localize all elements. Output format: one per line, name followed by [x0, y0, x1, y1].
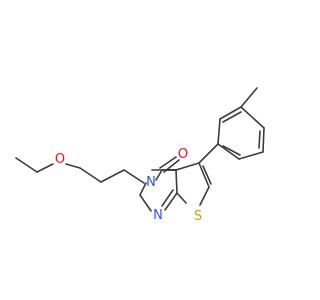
bond	[139, 182, 147, 196]
bond	[202, 165, 212, 185]
bond	[222, 145, 241, 156]
bond	[219, 106, 242, 120]
bond	[123, 169, 145, 184]
bond	[175, 169, 178, 194]
atom-label-o-carbonyl: O	[178, 147, 188, 162]
molecule-diagram: O N N S O	[15, 87, 265, 224]
bond	[240, 87, 258, 108]
atom-label-o-ether: O	[55, 152, 65, 167]
bond	[217, 118, 221, 145]
bond	[65, 163, 81, 169]
bond	[240, 106, 265, 129]
bond	[217, 143, 240, 160]
bond	[36, 163, 54, 173]
bond	[79, 167, 102, 183]
bond	[258, 130, 261, 149]
bonds	[15, 87, 265, 212]
bond	[198, 162, 210, 188]
atom-label-s: S	[194, 209, 202, 224]
bond	[164, 192, 178, 211]
atom-label-n3: N	[146, 175, 156, 190]
bond	[262, 127, 265, 153]
bond	[139, 194, 152, 212]
bond	[176, 192, 187, 204]
bond	[238, 151, 264, 160]
atom-labels: O N N S O	[55, 147, 202, 224]
bond	[222, 111, 242, 123]
bond	[198, 143, 219, 164]
bond	[15, 157, 38, 173]
bond	[155, 169, 163, 181]
bond	[100, 169, 125, 183]
atom-label-n1: N	[153, 208, 163, 223]
bond	[161, 189, 174, 207]
bond	[163, 159, 180, 173]
bond	[199, 186, 210, 206]
bond	[159, 156, 177, 169]
bond	[175, 162, 200, 171]
